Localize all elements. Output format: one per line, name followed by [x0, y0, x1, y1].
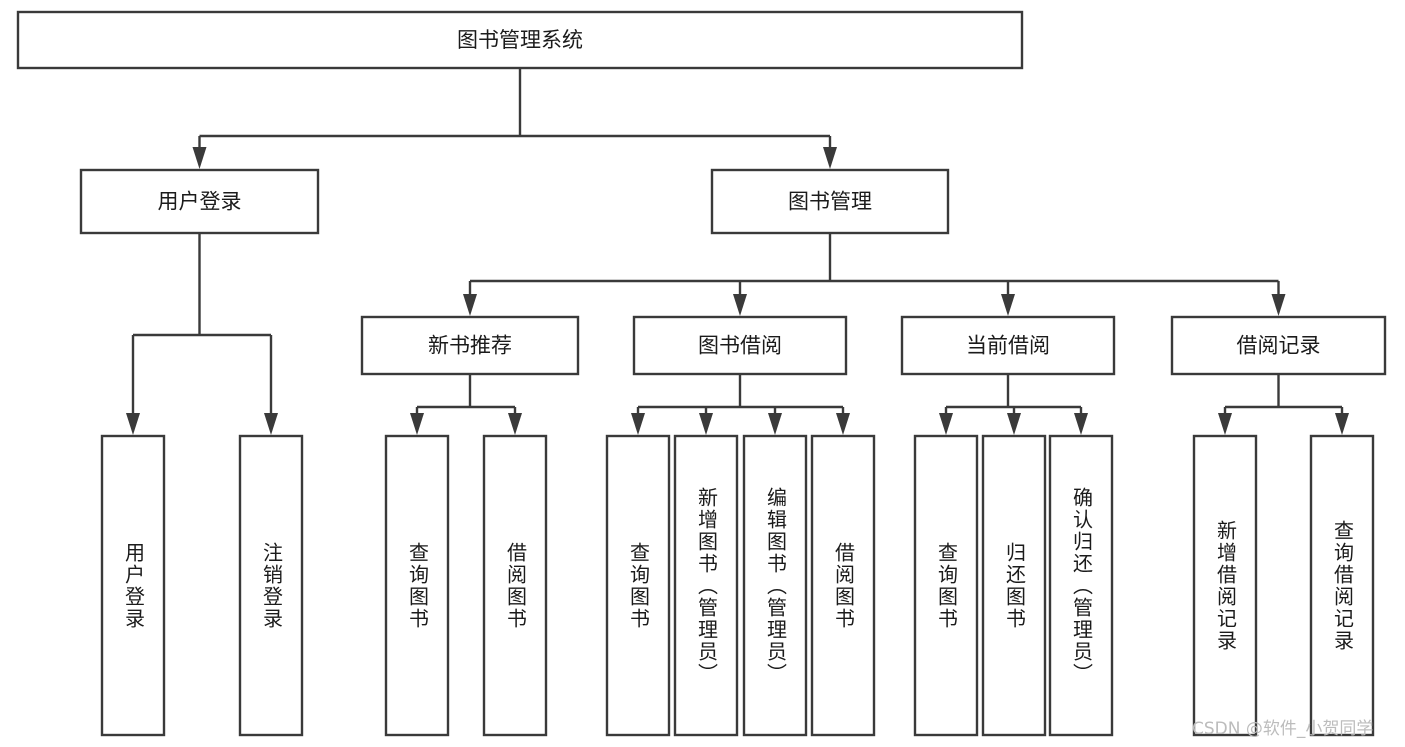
node-leaf-borrow-book[interactable]: [810, 434, 876, 737]
node-book-borrow[interactable]: [632, 315, 848, 376]
node-leaf-confirm-return[interactable]: [1048, 434, 1114, 737]
node-borrow-record-label: 借阅记录: [1237, 334, 1321, 358]
node-leaf-return-book[interactable]: [981, 434, 1047, 737]
node-new-book-rec-label: 新书推荐: [428, 334, 512, 358]
node-leaf-query-book-rec[interactable]: [384, 434, 450, 737]
connector-layer: [126, 68, 1349, 435]
node-current-borrow-label: 当前借阅: [966, 334, 1050, 358]
node-leaf-logout[interactable]: [238, 434, 304, 737]
node-root[interactable]: [16, 10, 1024, 70]
watermark-text: CSDN @软件_小贺同学: [1192, 719, 1374, 739]
node-leaf-query-book-cur[interactable]: [913, 434, 979, 737]
node-leaf-edit-book[interactable]: [742, 434, 808, 737]
node-box-layer: [16, 10, 1387, 737]
node-current-borrow[interactable]: [900, 315, 1116, 376]
node-user-login-label: 用户登录: [158, 190, 242, 214]
node-book-borrow-label: 图书借阅: [698, 334, 782, 358]
node-root-label: 图书管理系统: [457, 28, 583, 52]
node-leaf-add-record[interactable]: [1192, 434, 1258, 737]
node-leaf-add-book[interactable]: [673, 434, 739, 737]
node-user-login[interactable]: [79, 168, 320, 235]
node-new-book-rec[interactable]: [360, 315, 580, 376]
node-book-manage[interactable]: [710, 168, 950, 235]
node-book-manage-label: 图书管理: [788, 190, 872, 214]
node-leaf-borrow-book-rec[interactable]: [482, 434, 548, 737]
node-leaf-user-login[interactable]: [100, 434, 166, 737]
node-borrow-record[interactable]: [1170, 315, 1387, 376]
node-leaf-query-book-borrow[interactable]: [605, 434, 671, 737]
node-leaf-query-record[interactable]: [1309, 434, 1375, 737]
